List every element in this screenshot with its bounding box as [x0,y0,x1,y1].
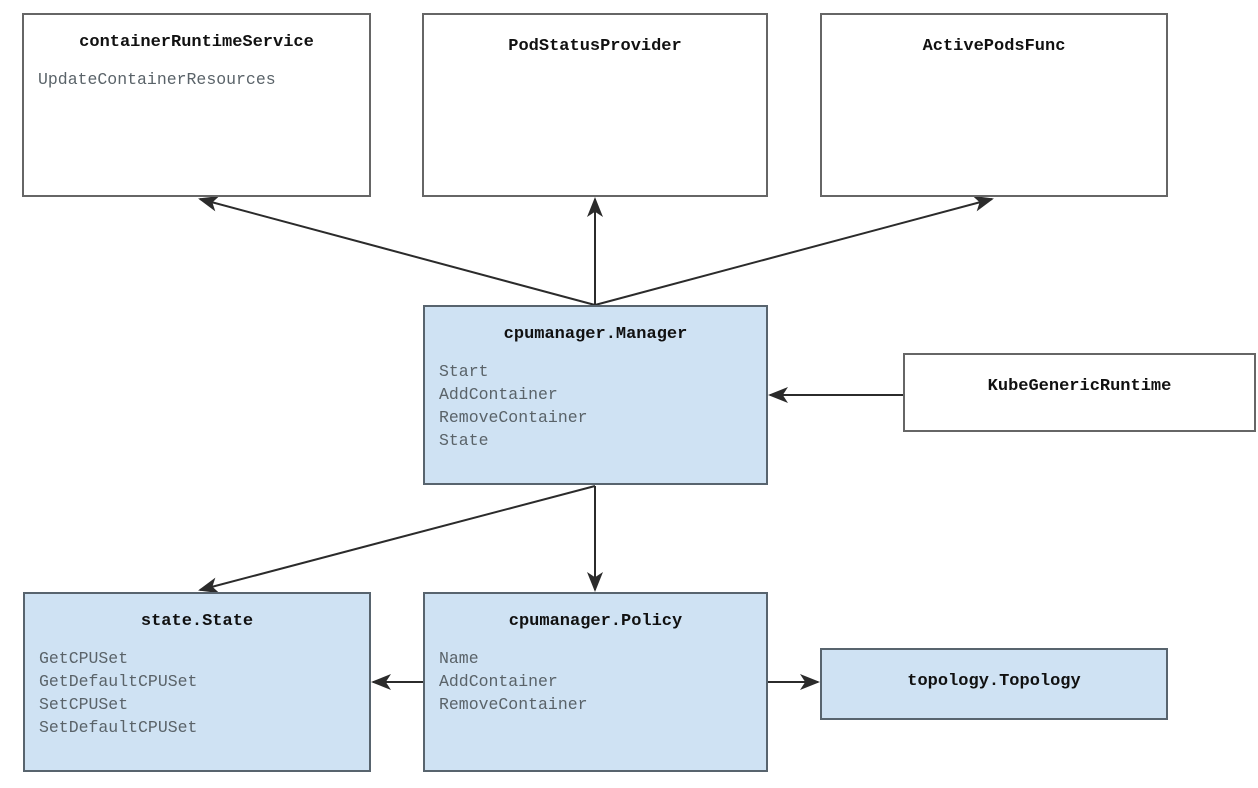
node-title-topologyTopology: topology.Topology [907,672,1081,691]
node-member: UpdateContainerResources [38,70,276,89]
edge-manager-to-containerRuntimeService [198,195,596,306]
node-member: SetDefaultCPUSet [39,718,198,737]
node-member: RemoveContainer [439,408,588,427]
node-title-kubeGenericRuntime: KubeGenericRuntime [987,377,1172,396]
node-member: Start [439,362,489,381]
edge-manager-to-activePodsFunc [594,195,994,306]
edge-manager-to-state [198,485,596,594]
node-activePodsFunc[interactable]: ActivePodsFunc [820,13,1168,197]
node-member: State [439,431,489,450]
node-member: Name [439,649,479,668]
node-members-containerRuntimeService: UpdateContainerResources [24,68,369,91]
node-member: RemoveContainer [439,695,588,714]
node-podStatusProvider[interactable]: PodStatusProvider [422,13,768,197]
node-member: GetCPUSet [39,649,129,668]
node-topologyTopology[interactable]: topology.Topology [820,648,1168,720]
node-member: GetDefaultCPUSet [39,672,198,691]
node-title-cpumanagerPolicy: cpumanager.Policy [508,612,683,631]
node-title-podStatusProvider: PodStatusProvider [508,37,682,56]
node-title-containerRuntimeService: containerRuntimeService [79,33,314,52]
node-title-stateState: state.State [140,612,254,631]
node-member: SetCPUSet [39,695,129,714]
node-title-cpumanagerManager: cpumanager.Manager [503,325,688,344]
node-member: AddContainer [439,672,558,691]
node-member: AddContainer [439,385,558,404]
node-title-activePodsFunc: ActivePodsFunc [922,37,1066,56]
node-kubeGenericRuntime[interactable]: KubeGenericRuntime [903,353,1256,432]
